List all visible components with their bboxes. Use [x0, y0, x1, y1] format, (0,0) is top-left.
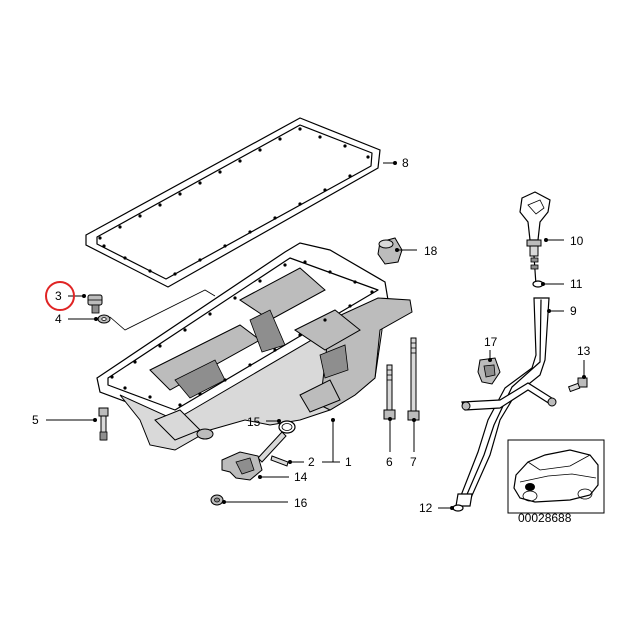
callout-13[interactable]: 13 — [577, 344, 591, 358]
screw-part-2[interactable] — [270, 455, 289, 467]
callout-labels: 8 18 3 4 5 15 2 1 14 16 6 7 10 11 9 17 1… — [32, 156, 591, 515]
vehicle-location-thumbnail — [507, 439, 605, 514]
clip-part-17[interactable] — [477, 357, 501, 385]
dipstick-handle-part-10[interactable] — [519, 191, 551, 286]
callout-1[interactable]: 1 — [345, 455, 352, 469]
bolt-part-13[interactable] — [567, 377, 588, 393]
callout-16[interactable]: 16 — [294, 496, 308, 510]
callout-5[interactable]: 5 — [32, 413, 39, 427]
gasket-part-8[interactable] — [85, 117, 381, 288]
callout-3[interactable]: 3 — [55, 289, 62, 303]
oil-pan-part-1[interactable] — [96, 242, 413, 451]
seal-ring-part-12[interactable] — [452, 504, 464, 512]
callout-8[interactable]: 8 — [402, 156, 409, 170]
sensor-part-14[interactable] — [221, 431, 287, 481]
callout-11[interactable]: 11 — [570, 277, 583, 291]
callout-7[interactable]: 7 — [410, 455, 417, 469]
washer-part-4[interactable] — [97, 314, 111, 324]
callout-17[interactable]: 17 — [484, 335, 498, 349]
bolt-part-5[interactable] — [98, 407, 109, 441]
callout-4[interactable]: 4 — [55, 312, 62, 326]
guide-tube-part-9[interactable] — [455, 297, 557, 507]
bolt-part-7[interactable] — [407, 337, 420, 421]
bolt-part-6[interactable] — [383, 364, 396, 420]
callout-9[interactable]: 9 — [570, 304, 577, 318]
catalog-number: 00028688 — [518, 511, 572, 525]
plug-part-18[interactable] — [377, 237, 403, 265]
callout-18[interactable]: 18 — [424, 244, 438, 258]
nut-part-16[interactable] — [210, 494, 224, 506]
callout-10[interactable]: 10 — [570, 234, 584, 248]
o-ring-part-15[interactable] — [278, 420, 296, 434]
callout-15[interactable]: 15 — [247, 415, 261, 429]
callout-14[interactable]: 14 — [294, 470, 308, 484]
highlight-ring — [45, 281, 75, 311]
callout-12[interactable]: 12 — [419, 501, 433, 515]
callout-2[interactable]: 2 — [308, 455, 315, 469]
callout-6[interactable]: 6 — [386, 455, 393, 469]
drain-plug-part-3[interactable] — [87, 294, 103, 314]
leader-lines — [46, 161, 586, 510]
